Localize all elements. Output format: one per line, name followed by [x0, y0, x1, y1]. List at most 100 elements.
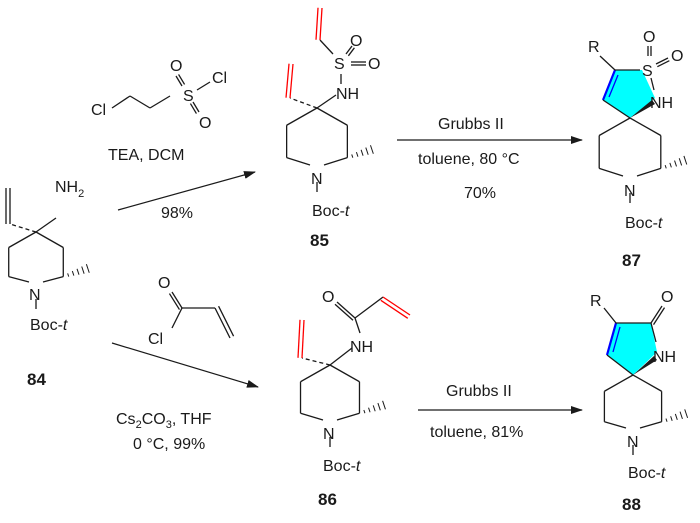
o-label: O: [170, 58, 182, 75]
nh-label: NH: [653, 349, 676, 366]
ring-bond: [35, 231, 64, 249]
compound-number: 85: [310, 231, 329, 250]
vinyl-red-double-bond: [319, 7, 323, 41]
boc-label: Boc-t: [323, 458, 361, 475]
bond: [650, 77, 655, 91]
hashed-methyl-bond: [355, 151, 359, 157]
ring-bond: [604, 421, 627, 429]
double-bond: [336, 301, 356, 319]
ring-bond: [336, 412, 360, 421]
compound-84: NH2 N Boc-t 84: [27, 179, 84, 389]
hashed-methyl-bond: [363, 409, 366, 414]
double-bond: [345, 45, 353, 55]
vinyl-dashed-bond: [289, 97, 318, 109]
s-label: S: [642, 63, 653, 80]
step3-temp-yield: 0 °C, 99%: [133, 436, 205, 453]
hashed-methyl-bond: [85, 264, 90, 273]
compound-86: O NH N Boc-t 86: [318, 289, 373, 509]
bond: [171, 307, 183, 329]
compound-88: R O NH N Boc-t 88: [590, 289, 676, 514]
boc-label: Boc-t: [30, 317, 68, 334]
ring-bond: [286, 107, 318, 126]
s-label: S: [334, 56, 345, 73]
hashed-methyl-bond: [664, 164, 667, 169]
double-bond: [178, 74, 186, 85]
hashed-methyl-bond: [674, 413, 678, 420]
hashed-methyl-bond: [377, 402, 381, 411]
bond: [602, 99, 631, 119]
o-label: O: [671, 48, 683, 65]
bond: [149, 95, 171, 109]
rcm-alkene-bond: [612, 326, 621, 353]
hashed-methyl-bond: [382, 400, 386, 410]
ring-nitrogen-label: N: [624, 183, 636, 200]
nh-label: NH: [350, 339, 373, 356]
reagent-chloroethanesulfonyl-chloride: Cl S Cl O O: [91, 58, 227, 132]
ring-bond: [42, 276, 64, 283]
bond: [606, 354, 634, 376]
c-n-bond: [329, 347, 353, 366]
cl-label: Cl: [91, 102, 106, 119]
bond-layer: [5, 7, 689, 455]
rcm-alkene-bond: [601, 69, 617, 101]
o-label: O: [643, 29, 655, 46]
ring-bond: [636, 167, 661, 177]
o-label: O: [368, 56, 380, 73]
double-bond: [217, 305, 235, 337]
cl-label: Cl: [148, 331, 163, 348]
step1-conditions: TEA, DCM: [108, 147, 184, 164]
hashed-methyl-bond: [665, 418, 668, 422]
compound-number: 87: [622, 251, 641, 270]
ring-bond: [632, 374, 662, 392]
compound-85: S O O NH N Boc-t 85: [310, 33, 380, 250]
double-bond: [192, 101, 200, 113]
hashed-methyl-bond: [365, 147, 369, 155]
hashed-methyl-bond: [670, 416, 673, 421]
vinyl-red-double-bond: [380, 299, 409, 319]
ring-bond: [599, 167, 624, 177]
ring-bond: [598, 117, 631, 137]
hashed-methyl-bond: [674, 160, 677, 167]
r-group-label: R: [588, 39, 600, 56]
ring-nitrogen-label: N: [29, 287, 41, 304]
hashed-methyl-bond: [684, 409, 689, 419]
hashed-methyl-bond: [76, 268, 80, 275]
vinyl-red-double-bond: [289, 63, 294, 99]
double-bond: [168, 293, 181, 310]
ring-bond: [604, 374, 634, 392]
wedge-bond: [633, 356, 657, 375]
s-c-bond: [319, 39, 334, 55]
hashed-methyl-bond: [678, 158, 683, 166]
rcm-alkene-bond: [608, 74, 619, 98]
vinyl-red-double-bond: [301, 319, 305, 359]
amine-label: NH2: [55, 179, 84, 200]
step1-yield: 98%: [161, 205, 193, 222]
double-bond: [652, 307, 666, 325]
compound-87: R S O O NH N Boc-t 87: [588, 29, 683, 270]
rcm-ring-highlight: [603, 70, 655, 118]
hashed-methyl-bond: [368, 407, 371, 413]
ring-bond: [329, 364, 360, 383]
double-bond: [214, 307, 231, 339]
r-group-label: R: [590, 293, 602, 310]
ring-nitrogen-label: N: [311, 171, 323, 188]
ring-bond: [316, 107, 348, 126]
step2-conditions: toluene, 80 °C: [418, 151, 520, 168]
double-bond: [189, 103, 197, 114]
compound-number: 88: [622, 495, 641, 514]
cl-label: Cl: [212, 70, 227, 87]
double-bond: [171, 291, 183, 309]
vinyl-red-double-bond: [297, 319, 301, 358]
double-bond: [657, 60, 670, 68]
hashed-methyl-bond: [370, 145, 374, 154]
step2-yield: 70%: [464, 185, 496, 202]
step4-catalyst: Grubbs II: [446, 383, 512, 400]
step2-catalyst: Grubbs II: [438, 116, 504, 133]
reagent-acryloyl-chloride: O Cl: [148, 275, 170, 348]
hashed-methyl-bond: [669, 162, 672, 168]
double-bond: [175, 75, 183, 87]
rcm-ring-highlight: [607, 323, 657, 375]
vinyl-red-double-bond: [315, 7, 319, 40]
vinyl-dashed-bond: [301, 357, 331, 366]
